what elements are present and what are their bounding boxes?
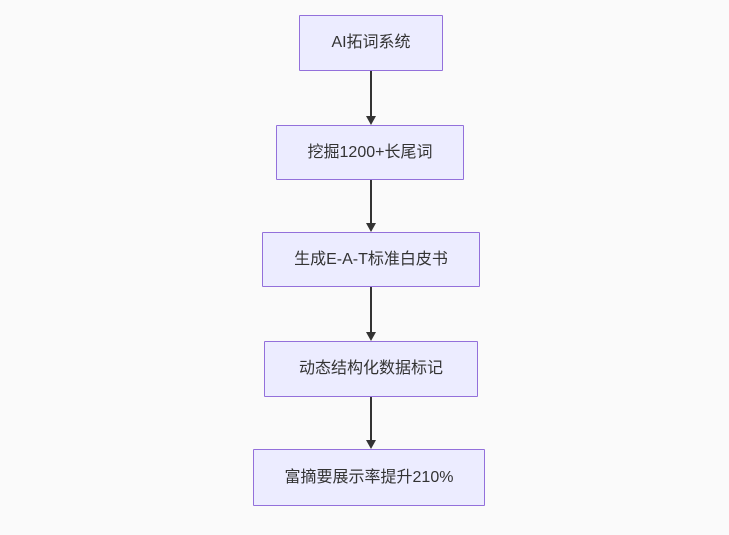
flow-node-longtail-keyword-mining: 挖掘1200+长尾词 xyxy=(276,125,464,180)
flow-node-ai-word-expansion-system: AI拓词系统 xyxy=(299,15,443,71)
flow-edge-1 xyxy=(364,71,378,125)
arrow-down-icon xyxy=(366,116,376,125)
arrow-down-icon xyxy=(366,223,376,232)
edge-line xyxy=(370,397,372,441)
flow-node-label: 生成E-A-T标准白皮书 xyxy=(294,250,448,268)
flow-node-rich-snippet-rate: 富摘要展示率提升210% xyxy=(253,449,485,506)
arrow-down-icon xyxy=(366,332,376,341)
flow-node-label: 动态结构化数据标记 xyxy=(298,360,443,378)
flow-node-label: 挖掘1200+长尾词 xyxy=(307,143,433,161)
edge-line xyxy=(370,287,372,333)
flow-node-label: AI拓词系统 xyxy=(331,34,411,52)
flow-node-structured-data-markup: 动态结构化数据标记 xyxy=(264,341,478,397)
flow-edge-2 xyxy=(364,180,378,232)
arrow-down-icon xyxy=(366,440,376,449)
edge-line xyxy=(370,71,372,117)
edge-line xyxy=(370,180,372,224)
flow-edge-4 xyxy=(364,397,378,449)
flow-node-eat-whitepaper: 生成E-A-T标准白皮书 xyxy=(262,232,480,287)
flow-edge-3 xyxy=(364,287,378,341)
flow-node-label: 富摘要展示率提升210% xyxy=(284,468,454,486)
